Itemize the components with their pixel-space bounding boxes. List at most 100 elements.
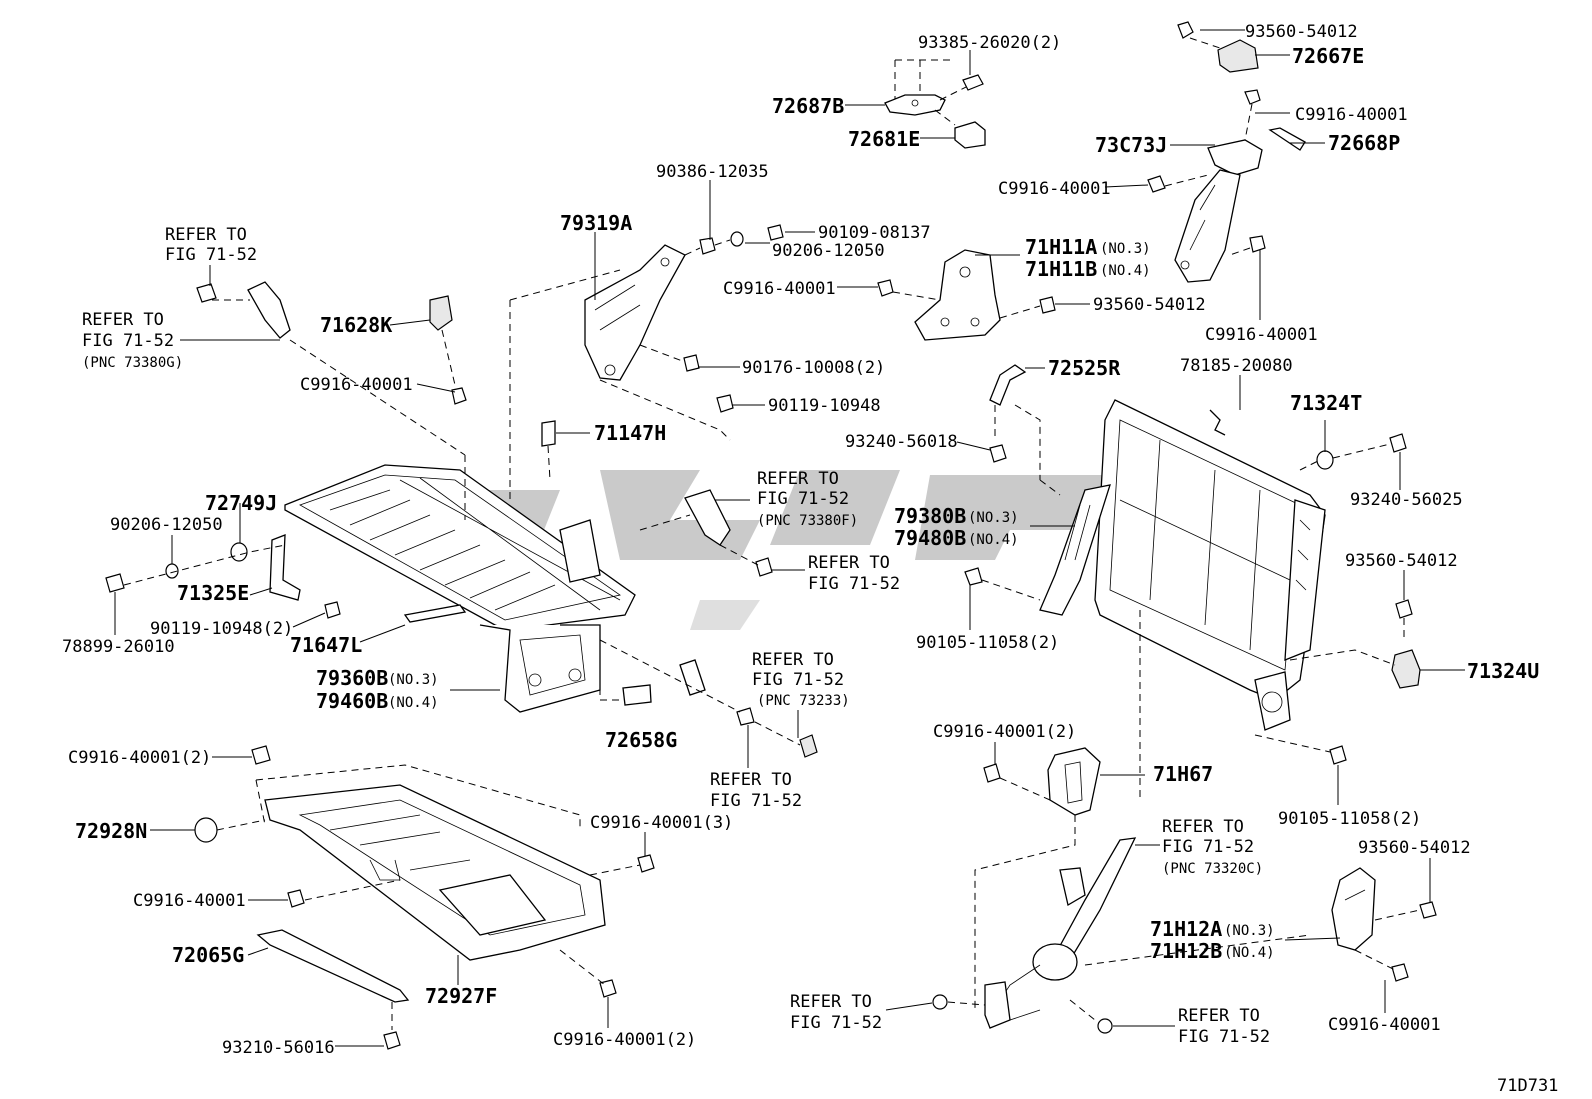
label-C9916-40001[interactable]: C9916-40001 xyxy=(1295,105,1408,125)
buckle-73380G-group xyxy=(196,281,467,456)
refer-to-label[interactable]: REFER TO xyxy=(165,225,247,245)
label-90119-10948[interactable]: 90119-10948(2) xyxy=(150,619,293,639)
label-90105-11058[interactable]: 90105-11058(2) xyxy=(916,633,1059,653)
refer-pnc-label: (PNC 73233) xyxy=(757,693,850,709)
label-C9916-40001[interactable]: C9916-40001 xyxy=(998,179,1111,199)
label-71H12B-no: (NO.4) xyxy=(1224,945,1275,961)
label-93560-54012[interactable]: 93560-54012 xyxy=(1245,22,1358,42)
label-73C73J[interactable]: 73C73J xyxy=(1095,133,1167,157)
label-71325E[interactable]: 71325E xyxy=(177,581,249,605)
refer-to-label[interactable]: REFER TO xyxy=(82,310,164,330)
refer-to-label[interactable]: REFER TO xyxy=(710,770,792,790)
label-C9916-40001[interactable]: C9916-40001 xyxy=(1205,325,1318,345)
refer-to-label[interactable]: REFER TO xyxy=(808,553,890,573)
label-79360B[interactable]: 79360B xyxy=(316,666,388,690)
refer-pnc-label: (PNC 73320C) xyxy=(1162,861,1263,877)
leader-lines xyxy=(114,29,1465,1047)
label-79460B[interactable]: 79460B xyxy=(316,689,388,713)
label-71H11A[interactable]: 71H11A xyxy=(1025,235,1097,259)
label-72749J[interactable]: 72749J xyxy=(205,491,277,515)
label-79480B-no: (NO.4) xyxy=(968,532,1019,548)
label-79319A[interactable]: 79319A xyxy=(560,211,632,235)
label-71H12B[interactable]: 71H12B xyxy=(1150,939,1222,963)
label-72668P[interactable]: 72668P xyxy=(1328,131,1400,155)
refer-pnc-label: (PNC 73380G) xyxy=(82,355,183,371)
label-90109-08137[interactable]: 90109-08137 xyxy=(818,223,931,243)
refer-fig-label[interactable]: FIG 71-52 xyxy=(165,245,257,265)
label-93240-56025[interactable]: 93240-56025 xyxy=(1350,490,1463,510)
label-90176-10008[interactable]: 90176-10008(2) xyxy=(742,358,885,378)
refer-fig-label[interactable]: FIG 71-52 xyxy=(710,791,802,811)
label-93560-54012[interactable]: 93560-54012 xyxy=(1345,551,1458,571)
label-78185-20080[interactable]: 78185-20080 xyxy=(1180,356,1293,376)
cover-71H12-group xyxy=(1331,867,1437,982)
label-90119-10948[interactable]: 90119-10948 xyxy=(768,396,881,416)
lever-73233-group xyxy=(599,639,818,758)
seat-back-frame-group xyxy=(1094,399,1407,731)
refer-to-label[interactable]: REFER TO xyxy=(790,992,872,1012)
label-78899-26010[interactable]: 78899-26010 xyxy=(62,637,175,657)
refer-fig-label[interactable]: FIG 71-52 xyxy=(752,670,844,690)
refer-fig-label[interactable]: FIG 71-52 xyxy=(808,574,900,594)
label-72928N[interactable]: 72928N xyxy=(75,819,147,843)
refer-to-label[interactable]: REFER TO xyxy=(752,650,834,670)
bracket-71H11-group xyxy=(877,249,1056,341)
label-71324U[interactable]: 71324U xyxy=(1467,659,1539,683)
refer-fig-label[interactable]: FIG 71-52 xyxy=(1178,1027,1270,1047)
refer-to-label[interactable]: REFER TO xyxy=(1178,1006,1260,1026)
label-72667E[interactable]: 72667E xyxy=(1292,44,1364,68)
label-93210-56016[interactable]: 93210-56016 xyxy=(222,1038,335,1058)
belt-73320C-group xyxy=(932,837,1311,1034)
refer-fig-label[interactable]: FIG 71-52 xyxy=(1162,837,1254,857)
refer-fig-label[interactable]: FIG 71-52 xyxy=(790,1013,882,1033)
buckle-73380F-group xyxy=(639,489,773,577)
cover-71H67-group xyxy=(974,610,1141,1010)
refer-to-label[interactable]: REFER TO xyxy=(1162,817,1244,837)
label-C9916-40001[interactable]: C9916-40001 xyxy=(133,891,246,911)
refer-fig-label[interactable]: FIG 71-52 xyxy=(82,331,174,351)
clip-71324U-group xyxy=(1254,599,1421,765)
belt-guide-73C73J-group xyxy=(1147,21,1306,283)
label-72927F[interactable]: 72927F xyxy=(425,984,497,1008)
label-71H12A[interactable]: 71H12A xyxy=(1150,917,1222,941)
label-72525R[interactable]: 72525R xyxy=(1048,356,1121,380)
refer-to-label[interactable]: REFER TO xyxy=(757,469,839,489)
label-71324T[interactable]: 71324T xyxy=(1290,391,1362,415)
label-C9916-40001[interactable]: C9916-40001(2) xyxy=(553,1030,696,1050)
label-72658G[interactable]: 72658G xyxy=(605,728,677,752)
tray-72927F-group xyxy=(194,745,655,998)
strap-72065G-group xyxy=(256,929,410,1050)
label-C9916-40001[interactable]: C9916-40001(3) xyxy=(590,813,733,833)
label-93240-56018[interactable]: 93240-56018 xyxy=(845,432,958,452)
label-90105-11058[interactable]: 90105-11058(2) xyxy=(1278,809,1421,829)
label-72687B[interactable]: 72687B xyxy=(772,94,844,118)
label-C9916-40001[interactable]: C9916-40001 xyxy=(1328,1015,1441,1035)
label-71H11B[interactable]: 71H11B xyxy=(1025,257,1097,281)
label-71H67[interactable]: 71H67 xyxy=(1153,762,1213,786)
label-79460B-no: (NO.4) xyxy=(388,695,439,711)
label-C9916-40001[interactable]: C9916-40001(2) xyxy=(68,748,211,768)
label-90206-12050[interactable]: 90206-12050 xyxy=(110,515,223,535)
label-93385-26020[interactable]: 93385-26020(2) xyxy=(918,33,1061,53)
label-71147H[interactable]: 71147H xyxy=(594,421,666,445)
label-90206-12050[interactable]: 90206-12050 xyxy=(772,241,885,261)
label-71H11A-no: (NO.3) xyxy=(1100,241,1151,257)
label-90386-12035[interactable]: 90386-12035 xyxy=(656,162,769,182)
label-72065G[interactable]: 72065G xyxy=(172,943,244,967)
refer-pnc-label: (PNC 73380F) xyxy=(757,513,858,529)
label-93560-54012[interactable]: 93560-54012 xyxy=(1358,838,1471,858)
label-72681E[interactable]: 72681E xyxy=(848,127,920,151)
bracket-72687B-group xyxy=(884,59,986,149)
label-93560-54012[interactable]: 93560-54012 xyxy=(1093,295,1206,315)
diagram-code: 71D731 xyxy=(1497,1076,1558,1096)
label-C9916-40001[interactable]: C9916-40001 xyxy=(300,375,413,395)
label-71628K[interactable]: 71628K xyxy=(320,313,392,337)
label-C9916-40001[interactable]: C9916-40001 xyxy=(723,279,836,299)
label-C9916-40001[interactable]: C9916-40001(2) xyxy=(933,722,1076,742)
label-71647L[interactable]: 71647L xyxy=(290,633,362,657)
label-79380B[interactable]: 79380B xyxy=(894,504,966,528)
label-79480B[interactable]: 79480B xyxy=(894,526,966,550)
refer-fig-label[interactable]: FIG 71-52 xyxy=(757,489,849,509)
part-labels: 93560-54012 72667E 93385-26020(2) 72687B… xyxy=(62,22,1558,1096)
